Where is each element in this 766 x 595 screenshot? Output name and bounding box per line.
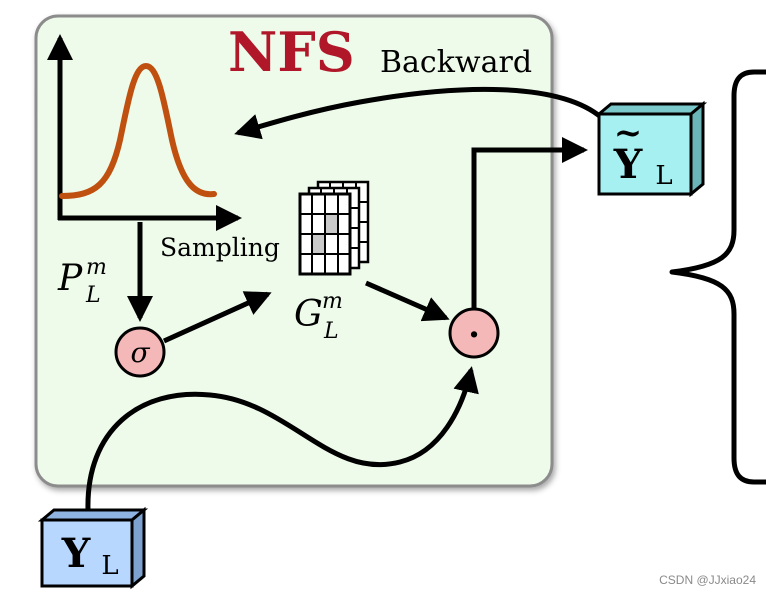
input-box-main: Y (61, 530, 91, 577)
curly-brace (669, 69, 766, 485)
output-box-face (597, 112, 693, 196)
backward-label: Backward (380, 45, 532, 80)
sigma-symbol: σ (130, 336, 150, 369)
output-box-sub: L (655, 161, 672, 191)
nfs-title: NFS (228, 20, 355, 84)
backward-arrow (234, 86, 604, 140)
sigma-node (114, 326, 166, 378)
product-symbol: · (468, 315, 480, 355)
sampling-grid-stack (298, 180, 370, 276)
grid-label-main: G (294, 294, 323, 335)
nfs-panel (34, 14, 554, 488)
grid-label-sub: L (323, 319, 339, 344)
grid-layer-front (298, 192, 352, 276)
grid-label: G m L (294, 289, 343, 344)
arrow-grid-to-dot (364, 280, 450, 322)
arrow-dot-to-output (471, 137, 588, 309)
input-curve (85, 366, 479, 511)
grid-label-sup: m (322, 289, 343, 314)
probability-label-sub: L (85, 283, 101, 308)
output-box-accent: ~ (614, 113, 643, 153)
probability-label-sup: m (86, 255, 107, 280)
gaussian-curve (59, 62, 217, 199)
probability-label: P m L (57, 255, 107, 308)
watermark: CSDN @JJxiao24 (659, 573, 756, 587)
input-box-sub: L (101, 551, 118, 581)
input-box-face (40, 518, 134, 588)
arrow-sigma-to-grid (162, 291, 272, 344)
sampling-label: Sampling (160, 233, 280, 262)
input-box: Y L (37, 506, 149, 590)
output-box: ~ Y L (594, 100, 708, 198)
output-box-main: Y (613, 141, 643, 188)
probability-label-main: P (57, 258, 83, 299)
